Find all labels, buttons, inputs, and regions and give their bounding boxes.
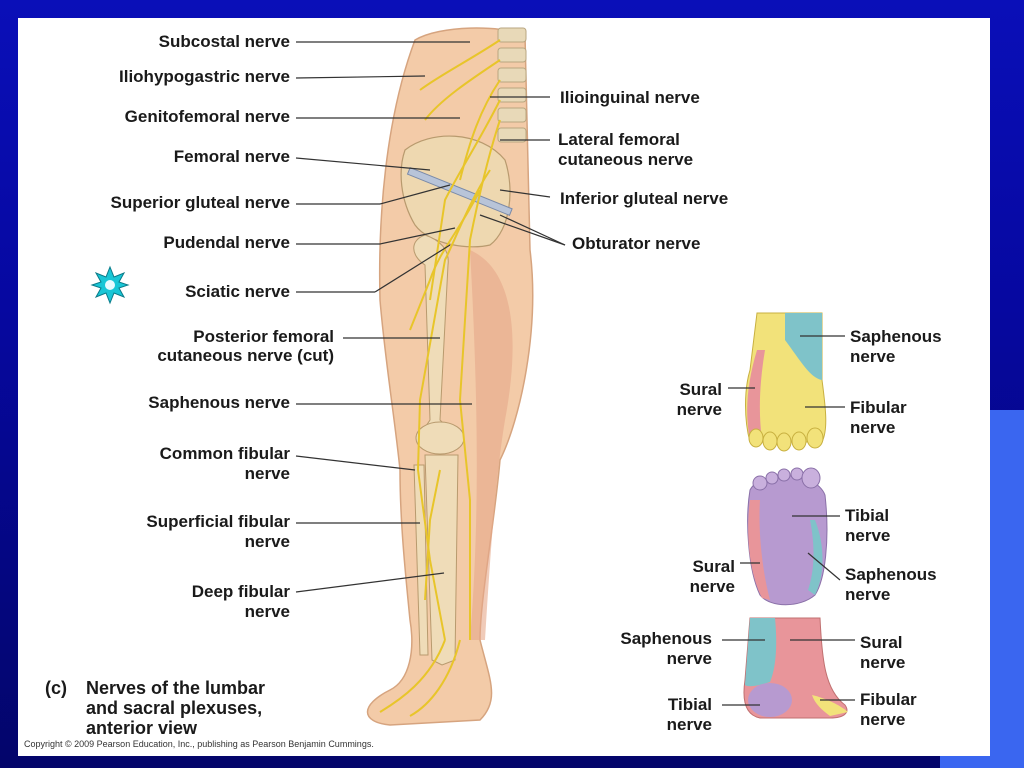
label-lateral-femoral-1: Lateral femoral bbox=[558, 130, 680, 149]
right-labels: Ilioinguinal nerve Lateral femoral cutan… bbox=[558, 88, 728, 253]
label-common-fibular-1: Common fibular bbox=[160, 444, 291, 463]
label-inferior-gluteal: Inferior gluteal nerve bbox=[560, 189, 728, 208]
label-deep-fibular-2: nerve bbox=[245, 602, 290, 621]
sole-saphenous-zone bbox=[808, 520, 823, 595]
label-sciatic: Sciatic nerve bbox=[185, 282, 290, 301]
figure-caption: (c) Nerves of the lumbar and sacral plex… bbox=[45, 678, 265, 738]
label-femoral: Femoral nerve bbox=[174, 147, 290, 166]
caption-line-1: Nerves of the lumbar bbox=[86, 678, 265, 698]
label-ankle-tibial-1: Tibial bbox=[668, 695, 712, 714]
label-ankle-sural-2: nerve bbox=[860, 653, 905, 672]
sole-sural-zone bbox=[748, 500, 770, 600]
caption-line-3: anterior view bbox=[86, 718, 198, 738]
label-superficial-fibular-1: Superficial fibular bbox=[146, 512, 290, 531]
label-ankle-fibular-2: nerve bbox=[860, 710, 905, 729]
label-deep-fibular-1: Deep fibular bbox=[192, 582, 291, 601]
label-dorsum-fibular-2: nerve bbox=[850, 418, 895, 437]
label-sole-tibial-1: Tibial bbox=[845, 506, 889, 525]
label-sole-saphenous-2: nerve bbox=[845, 585, 890, 604]
sural-zone bbox=[747, 350, 765, 440]
label-sole-tibial-2: nerve bbox=[845, 526, 890, 545]
label-common-fibular-2: nerve bbox=[245, 464, 290, 483]
label-ankle-saphenous-1: Saphenous bbox=[620, 629, 712, 648]
copyright-text: Copyright © 2009 Pearson Education, Inc.… bbox=[24, 739, 374, 749]
label-sole-sural-1: Sural bbox=[692, 557, 735, 576]
label-posterior-femoral-2: cutaneous nerve (cut) bbox=[157, 346, 334, 365]
ankle-tibial-zone bbox=[748, 683, 792, 717]
foot-dorsum: Saphenous nerve Sural nerve Fibular nerv… bbox=[677, 312, 942, 452]
label-dorsum-saphenous-1: Saphenous bbox=[850, 327, 942, 346]
label-posterior-femoral-1: Posterior femoral bbox=[193, 327, 334, 346]
ankle-view: Saphenous nerve Sural nerve Tibial nerve… bbox=[620, 617, 917, 734]
label-obturator: Obturator nerve bbox=[572, 234, 700, 253]
label-dorsum-fibular-1: Fibular bbox=[850, 398, 907, 417]
leader-lines-right bbox=[479, 96, 566, 246]
label-ankle-sural-1: Sural bbox=[860, 633, 903, 652]
label-dorsum-sural-2: nerve bbox=[677, 400, 722, 419]
caption-line-2: and sacral plexuses, bbox=[86, 698, 262, 718]
label-sole-sural-2: nerve bbox=[690, 577, 735, 596]
label-genitofemoral: Genitofemoral nerve bbox=[125, 107, 290, 126]
left-labels: Subcostal nerve Iliohypogastric nerve Ge… bbox=[111, 32, 335, 621]
label-ankle-tibial-2: nerve bbox=[667, 715, 712, 734]
caption-letter: (c) bbox=[45, 678, 67, 698]
saphenous-zone bbox=[785, 313, 822, 380]
label-iliohypogastric: Iliohypogastric nerve bbox=[119, 67, 290, 86]
label-saphenous: Saphenous nerve bbox=[148, 393, 290, 412]
label-dorsum-saphenous-2: nerve bbox=[850, 347, 895, 366]
label-superior-gluteal: Superior gluteal nerve bbox=[111, 193, 291, 212]
label-sole-saphenous-1: Saphenous bbox=[845, 565, 937, 584]
label-lateral-femoral-2: cutaneous nerve bbox=[558, 150, 693, 169]
leader-lines-left bbox=[295, 41, 472, 593]
label-superficial-fibular-2: nerve bbox=[245, 532, 290, 551]
nerve-branches bbox=[379, 39, 501, 717]
star-bullet-icon bbox=[90, 265, 130, 305]
leg-illustration bbox=[367, 27, 534, 726]
label-ankle-saphenous-2: nerve bbox=[667, 649, 712, 668]
label-pudendal: Pudendal nerve bbox=[163, 233, 290, 252]
inguinal-ligament bbox=[406, 166, 513, 216]
label-dorsum-sural-1: Sural bbox=[679, 380, 722, 399]
label-subcostal: Subcostal nerve bbox=[159, 32, 290, 51]
label-ankle-fibular-1: Fibular bbox=[860, 690, 917, 709]
ankle-saphenous-zone bbox=[745, 618, 777, 687]
foot-sole: Tibial nerve Sural nerve Saphenous nerve bbox=[690, 467, 937, 606]
spine bbox=[497, 27, 527, 143]
patella bbox=[415, 421, 465, 455]
label-ilioinguinal: Ilioinguinal nerve bbox=[560, 88, 700, 107]
